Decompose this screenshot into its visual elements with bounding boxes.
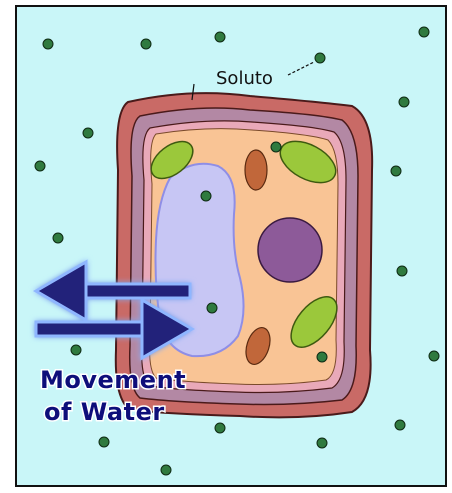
solute-particle: [419, 27, 429, 37]
solute-particle: [395, 420, 405, 430]
solute-particle: [429, 351, 439, 361]
solute-particle: [271, 142, 281, 152]
solute-particle: [99, 437, 109, 447]
solute-particle: [53, 233, 63, 243]
solute-particle: [315, 53, 325, 63]
mitochondrion: [245, 150, 267, 190]
solute-particle: [141, 39, 151, 49]
solute-particle: [207, 303, 217, 313]
solute-particle: [83, 128, 93, 138]
solute-particle: [215, 423, 225, 433]
solute-particle: [399, 97, 409, 107]
nucleus: [258, 218, 322, 282]
solute-label: Soluto: [216, 68, 273, 89]
solute-particle: [317, 438, 327, 448]
solute-particle: [317, 352, 327, 362]
water-label-line-1: Movement: [40, 366, 186, 394]
solute-particle: [43, 39, 53, 49]
solute-particle: [215, 32, 225, 42]
solute-particle: [161, 465, 171, 475]
water-label-line-2: of Water: [44, 398, 165, 426]
solute-particle: [397, 266, 407, 276]
solute-particle: [35, 161, 45, 171]
solute-particle: [71, 345, 81, 355]
solute-particle: [201, 191, 211, 201]
solute-particle: [391, 166, 401, 176]
